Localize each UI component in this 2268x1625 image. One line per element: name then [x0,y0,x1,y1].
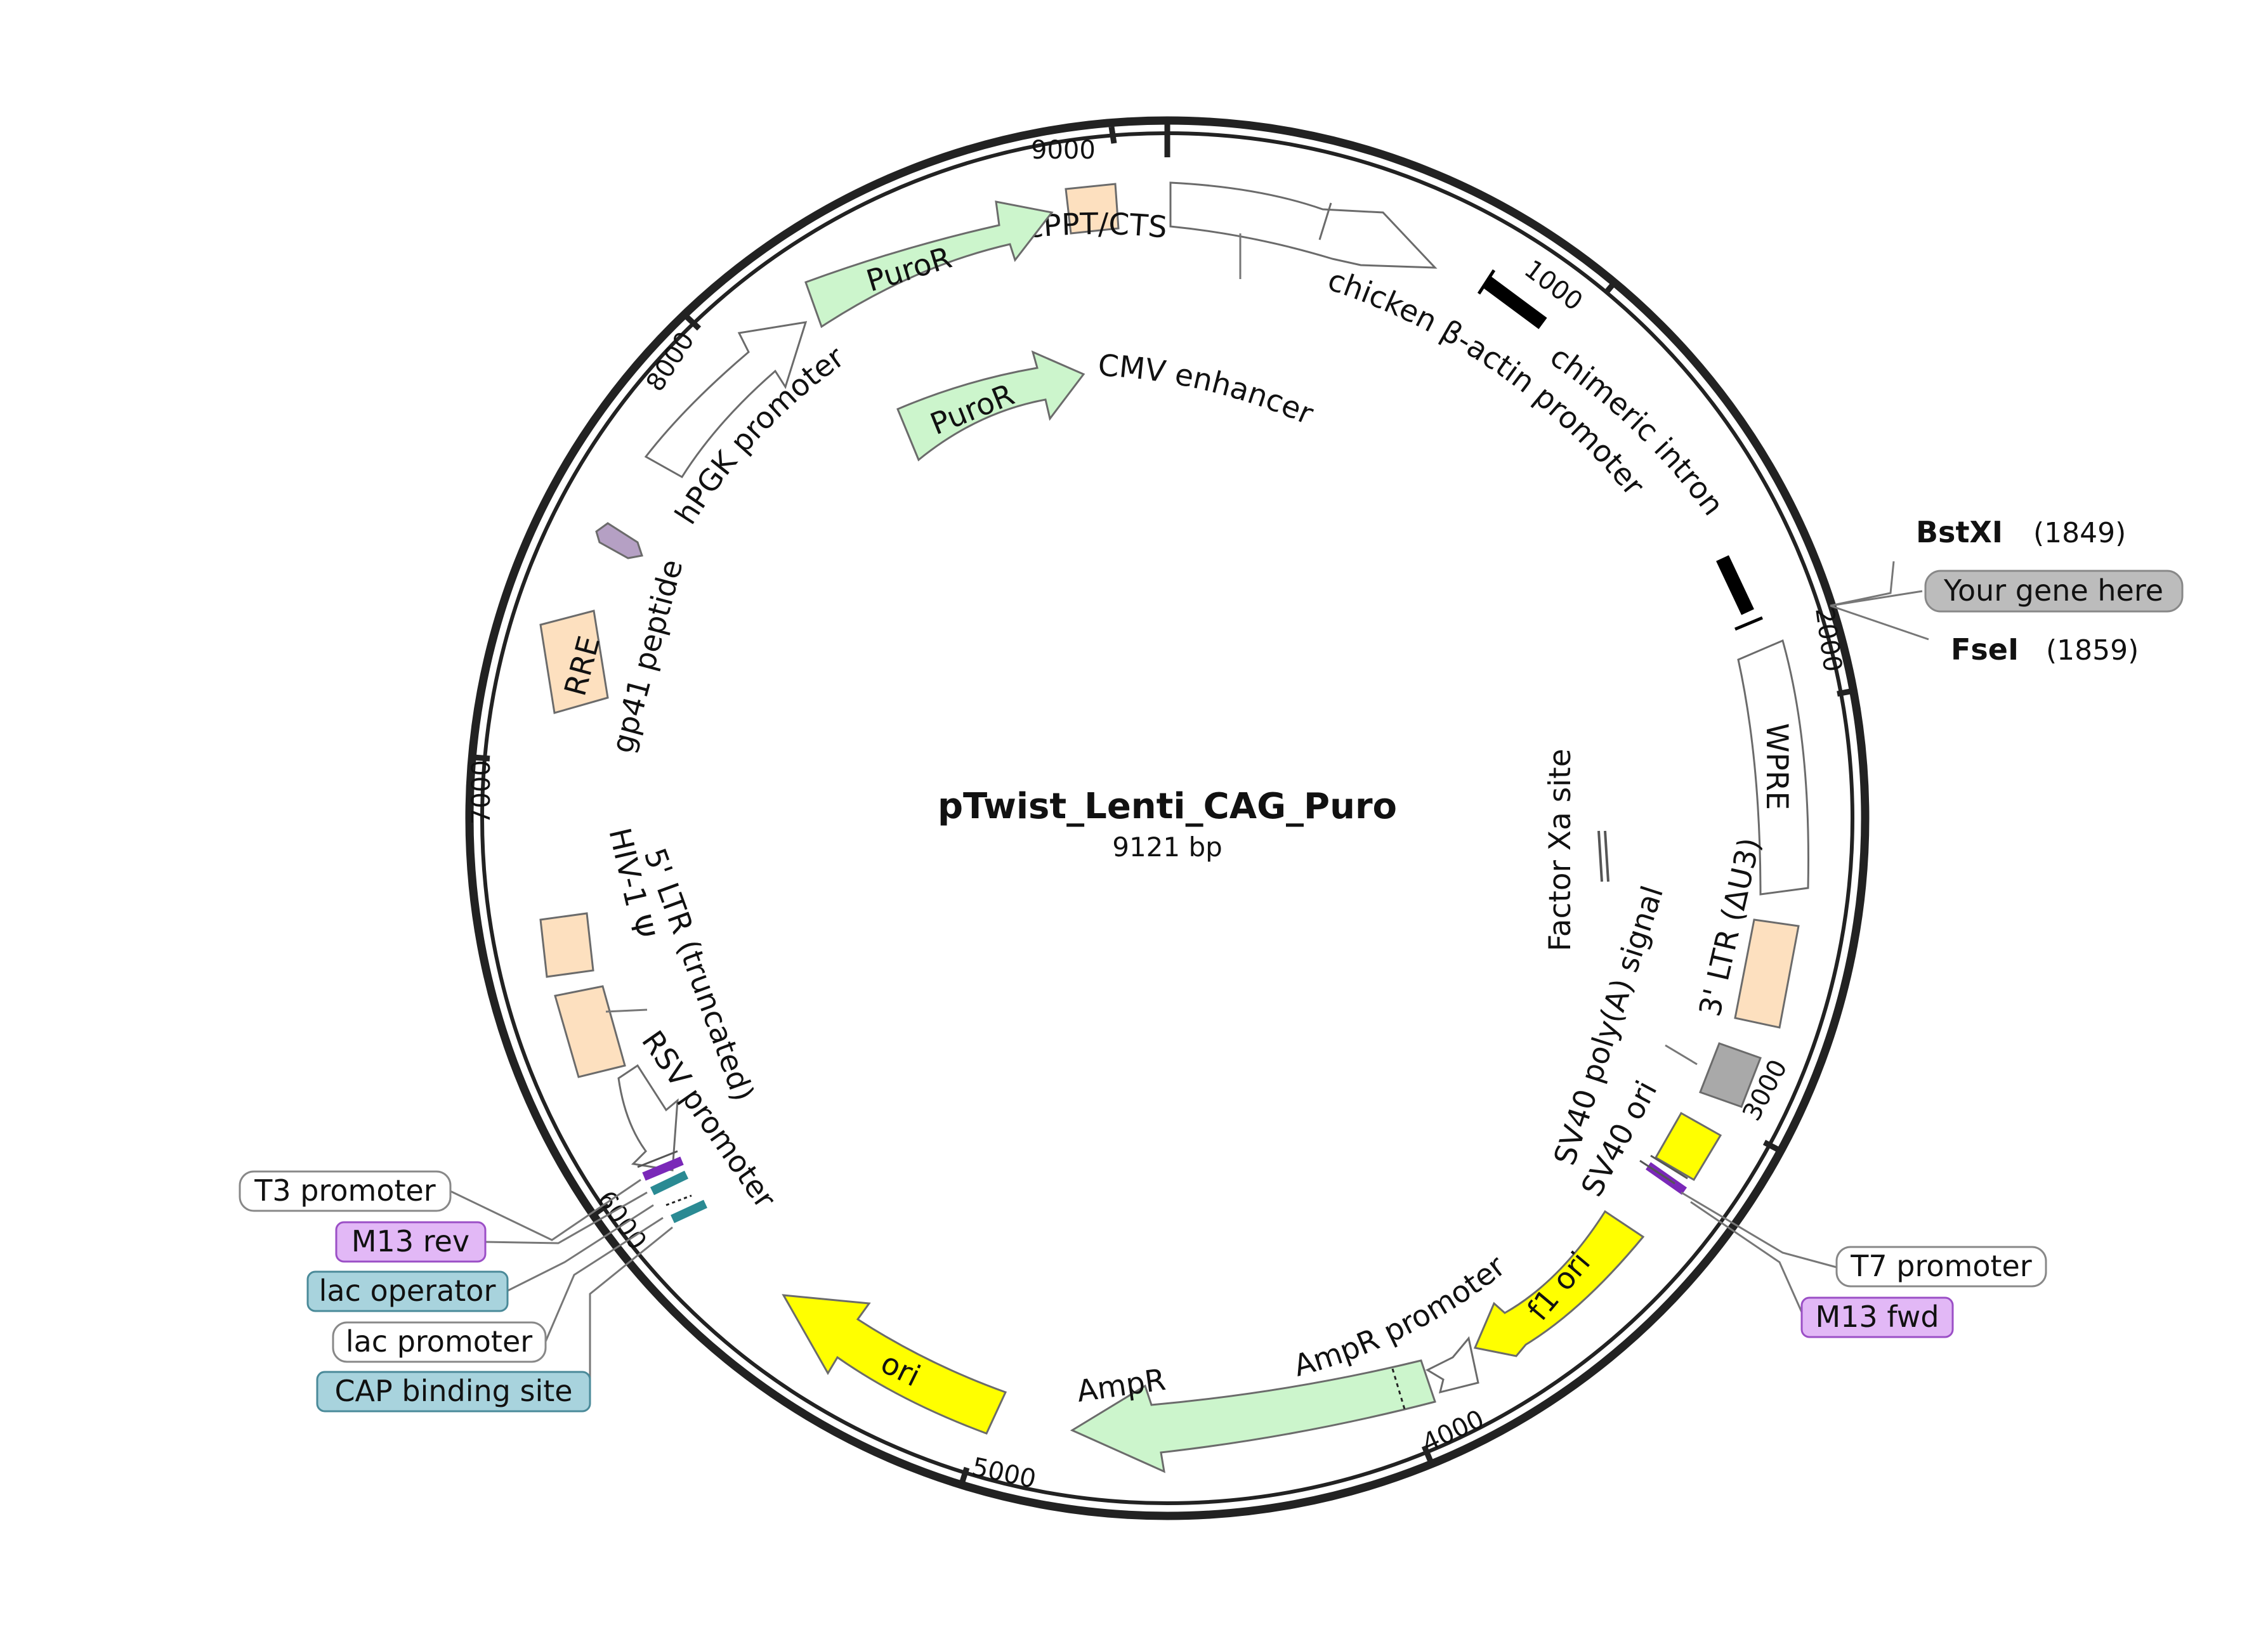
gp41-label: gp41 peptide [605,556,690,757]
lac-operator-label: lac operator [306,1270,509,1312]
ampr-promoter-feature [1425,1336,1479,1394]
svg-text:(1849): (1849) [2033,517,2126,549]
left-small-marks [637,1150,707,1224]
tick-label-7000: 7000 [467,760,496,825]
cppt-feature [1065,183,1120,235]
factor-xa-label: Factor Xa site [1543,748,1578,951]
ext-leaders-right [1681,561,1929,1320]
cmv-enhancer-feature [1169,181,1438,279]
t3-promoter-label: T3 promoter [239,1170,452,1212]
ampr-promoter-label: AmpR promoter [1290,1248,1512,1383]
svg-text:M13 rev: M13 rev [351,1224,469,1258]
ltr3-feature [1734,918,1800,1029]
f1-ori-feature [1473,1210,1645,1357]
t7-m13-marks [1639,1154,1688,1195]
svg-text:T3 promoter: T3 promoter [254,1173,436,1208]
plasmid-length: 9121 bp [1112,832,1222,863]
wpre-label: WPRE [1759,723,1794,810]
tick-label-2000: 2000 [1809,606,1847,674]
cmv-enhancer-label: CMV enhancer [1097,348,1318,432]
ampr-label: AmpR [1075,1362,1168,1409]
ltr5-feature [554,985,648,1078]
ori-feature [782,1294,1007,1435]
sv40-polya-feature [1665,1042,1762,1108]
wpre-feature: WPRE [1737,639,1809,896]
puro-outer-feature [804,200,1054,329]
tick-label-9000: 9000 [1031,136,1096,165]
lac-promoter-label: lac promoter [332,1321,547,1363]
svg-text:FseI: FseI [1951,632,2019,667]
m13-rev-label: M13 rev [335,1221,487,1263]
svg-text:lac operator: lac operator [319,1274,496,1308]
svg-text:(1859): (1859) [2046,634,2139,667]
svg-text:T7 promoter: T7 promoter [1850,1249,2032,1283]
bstxi-site: BstXI (1849) [1916,515,2126,549]
ampr-feature [1070,1359,1436,1473]
tick-marks [473,121,1854,1485]
cap-binding-site-label: CAP binding site [316,1371,591,1413]
m13-fwd-label: M13 fwd [1800,1296,1954,1338]
hpgk-feature [644,321,808,479]
rsv-promoter-feature [617,1064,679,1171]
gene-here-site: Your gene here [1924,570,2184,613]
svg-text:Your gene here: Your gene here [1943,573,2163,608]
fsei-site: FseI (1859) [1951,632,2139,667]
ext-leaders-left [450,1178,673,1392]
rre-feature: RRE [539,610,609,714]
t7-promoter-label: T7 promoter [1835,1246,2047,1288]
plasmid-name: pTwist_Lenti_CAG_Puro [938,786,1397,827]
tick-label-8000: 8000 [641,327,700,396]
svg-text:BstXI: BstXI [1916,515,2003,549]
svg-text:M13 fwd: M13 fwd [1815,1300,1939,1334]
puro-inner-feature [896,350,1085,462]
gp41-feature [595,522,643,559]
sv40-ori-feature [1654,1111,1722,1182]
hiv-psi-feature [539,912,594,978]
svg-text:lac promoter: lac promoter [346,1324,532,1359]
svg-text:CAP binding site: CAP binding site [334,1374,572,1408]
chimeric-intron-feature [1477,269,1763,631]
factor-xa-feature [1597,830,1609,882]
